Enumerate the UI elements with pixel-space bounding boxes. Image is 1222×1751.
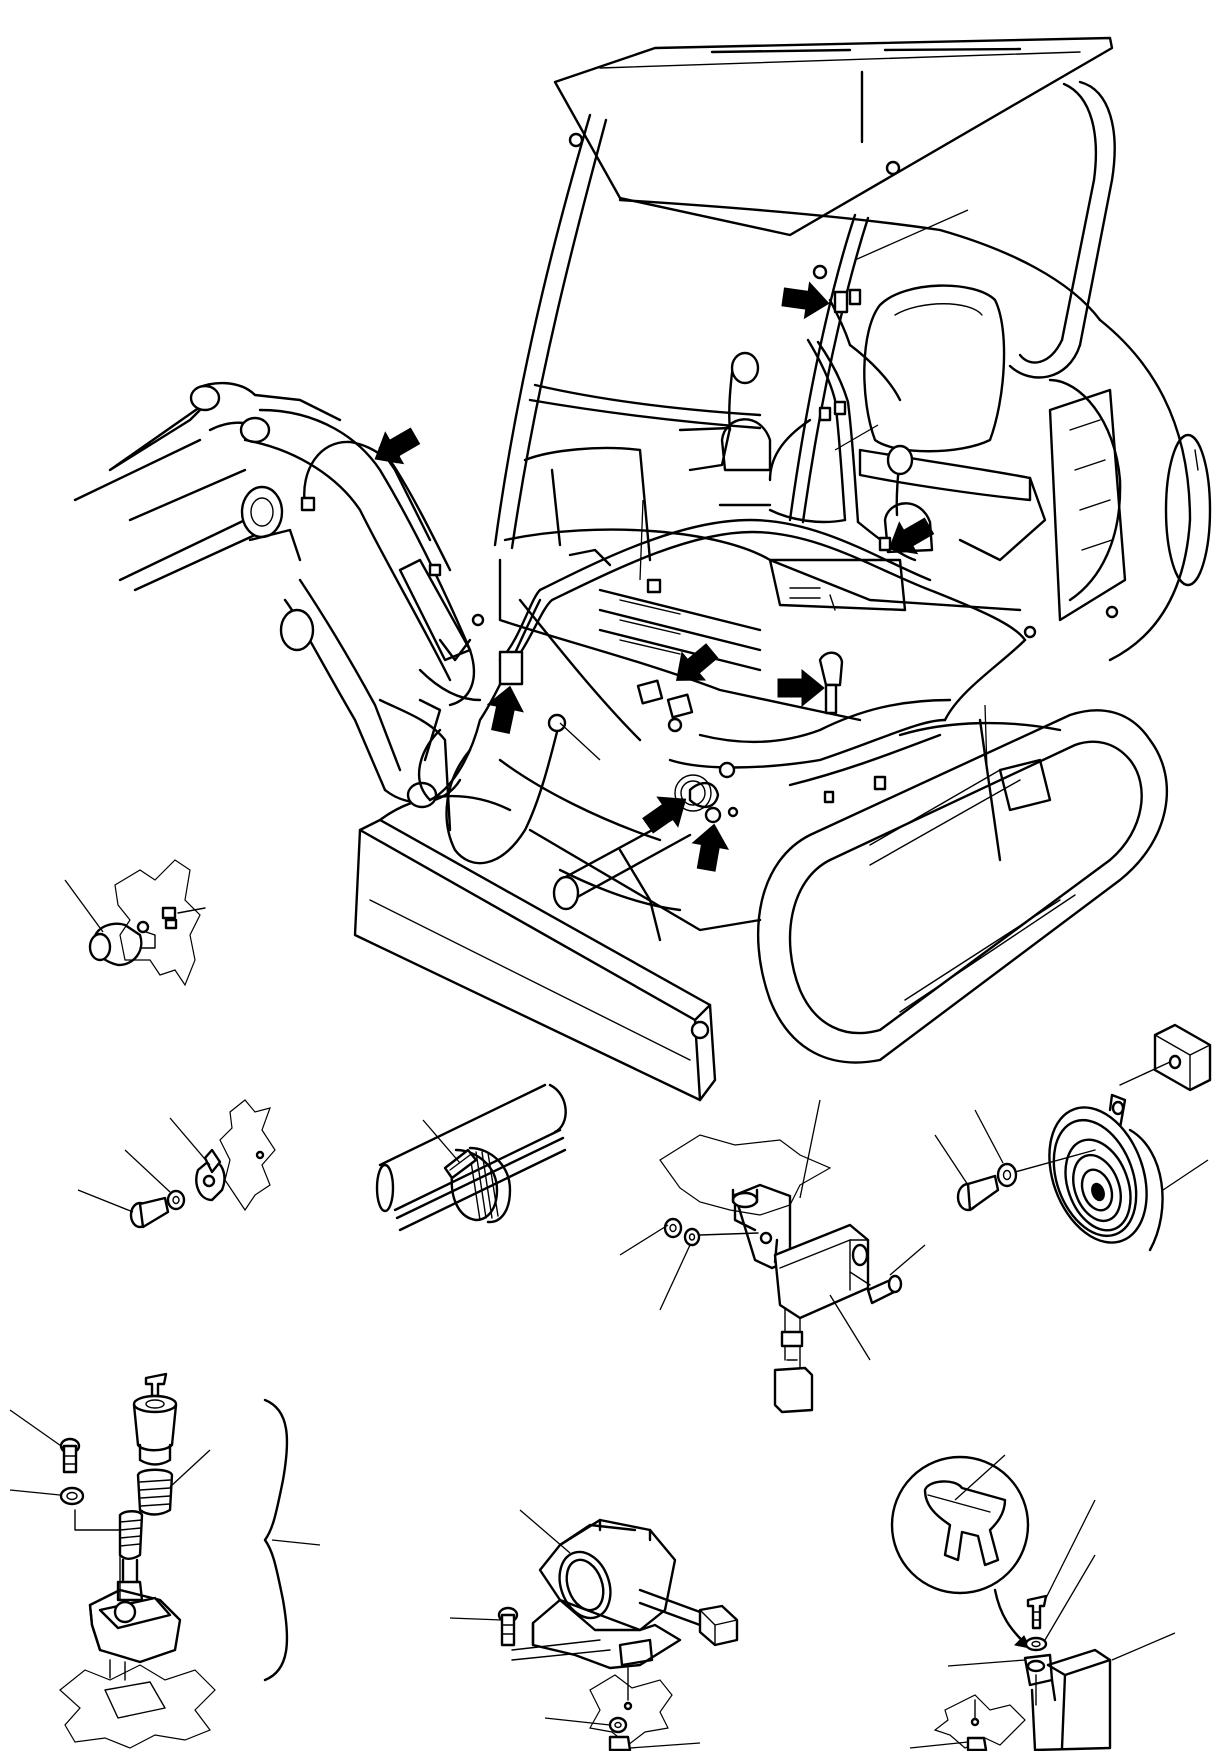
control-levers <box>680 353 932 552</box>
boom-arm <box>75 383 480 830</box>
horn-assembly <box>935 1025 1210 1256</box>
buzzer-housing <box>450 1510 737 1750</box>
fuse-box <box>892 1455 1175 1750</box>
working-lamp-switch <box>65 860 205 985</box>
operator-seat <box>860 286 1045 560</box>
excavator-overview <box>75 38 1210 1100</box>
wiring-harness <box>304 300 1025 863</box>
clamp-fastener-set <box>78 1100 275 1227</box>
crawler-track <box>758 710 1167 1062</box>
rear-frame <box>620 200 1210 660</box>
relay-bracket <box>620 1100 925 1412</box>
switch-assembly <box>10 1374 320 1748</box>
cable-tie <box>377 1085 566 1230</box>
dozer-blade <box>355 760 760 1100</box>
overview-leaders <box>560 210 987 770</box>
harness-connectors <box>302 290 1035 822</box>
canopy-roof <box>555 38 1112 235</box>
